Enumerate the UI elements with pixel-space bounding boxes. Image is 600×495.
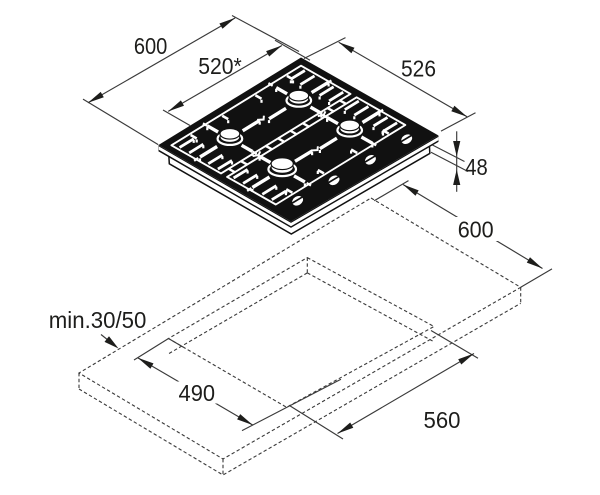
svg-text:min.30/50: min.30/50 [49, 307, 147, 333]
svg-text:48: 48 [465, 154, 488, 180]
svg-text:490: 490 [179, 380, 216, 406]
svg-text:520*: 520* [198, 53, 242, 79]
svg-text:600: 600 [458, 217, 494, 243]
svg-text:526: 526 [401, 56, 436, 82]
svg-text:560: 560 [424, 407, 461, 433]
svg-text:600: 600 [134, 33, 168, 59]
